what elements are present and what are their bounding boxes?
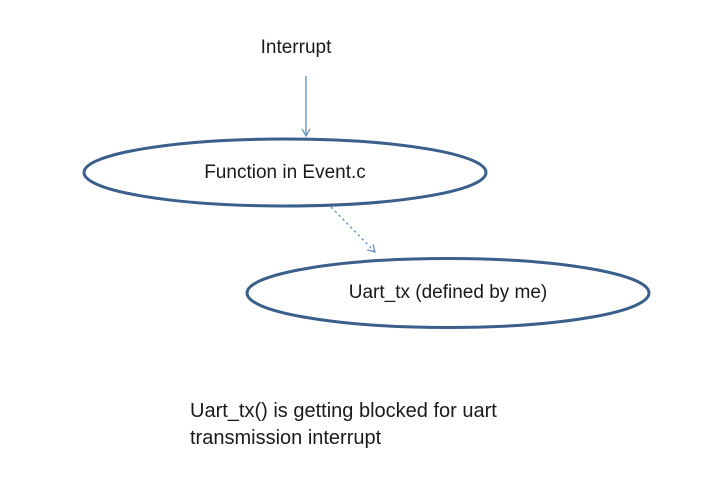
node-event-function-label: Function in Event.c xyxy=(204,162,366,183)
interrupt-label: Interrupt xyxy=(260,37,332,58)
node-uart-tx-ellipse xyxy=(245,257,651,329)
diagram-caption: Uart_tx() is getting blocked for uart tr… xyxy=(190,400,497,449)
connector-event-to-uart-arrow-icon xyxy=(330,206,375,252)
node-uart-tx-label: Uart_tx (defined by me) xyxy=(348,282,548,303)
node-event-function-ellipse xyxy=(82,137,488,208)
